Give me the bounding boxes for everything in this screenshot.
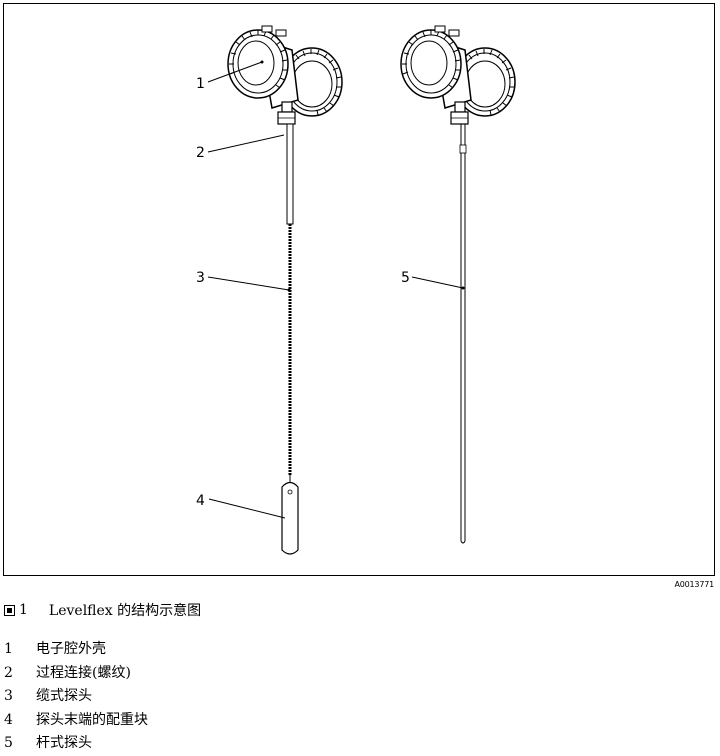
legend-number: 2 (4, 664, 13, 681)
legend-list: 1 电子腔外壳 2 过程连接(螺纹) 3 缆式探头 4 探头末端的配重块 5 杆… (4, 638, 148, 756)
electronics-housing-left (227, 25, 343, 125)
legend-item: 3 缆式探头 (4, 685, 148, 709)
figure-icon (4, 604, 15, 616)
legend-number: 3 (4, 688, 13, 704)
legend-number: 1 (4, 641, 13, 657)
legend-item: 1 电子腔外壳 (4, 638, 148, 662)
legend-text: 缆式探头 (36, 688, 92, 704)
legend-number: 5 (4, 735, 13, 751)
figure-frame (3, 3, 715, 576)
callout-4: 4 (196, 493, 205, 509)
legend-item: 4 探头末端的配重块 (4, 709, 148, 733)
callout-3: 3 (196, 270, 205, 286)
callout-1: 1 (196, 76, 205, 92)
caption-text: Levelflex 的结构示意图 (48, 603, 202, 619)
probe-end-weight (281, 481, 299, 555)
legend-item: 2 过程连接(螺纹) (4, 662, 148, 686)
figure-number: 1 (19, 602, 28, 618)
figure-caption: 1 Levelflex 的结构示意图 (4, 600, 201, 620)
cable-probe (286, 123, 294, 484)
legend-text: 电子腔外壳 (36, 641, 106, 657)
legend-text: 杆式探头 (36, 735, 92, 751)
rod-probe (459, 124, 467, 544)
callout-2: 2 (196, 145, 205, 161)
callout-5: 5 (401, 270, 410, 286)
legend-text: 探头末端的配重块 (36, 711, 148, 728)
legend-item: 5 杆式探头 (4, 732, 148, 756)
legend-number: 4 (4, 711, 13, 728)
figure-id: A0013771 (674, 580, 714, 589)
legend-text: 过程连接(螺纹) (36, 664, 131, 681)
electronics-housing-right (400, 25, 516, 125)
levelflex-drawing: 1 2 3 4 5 (196, 25, 516, 555)
